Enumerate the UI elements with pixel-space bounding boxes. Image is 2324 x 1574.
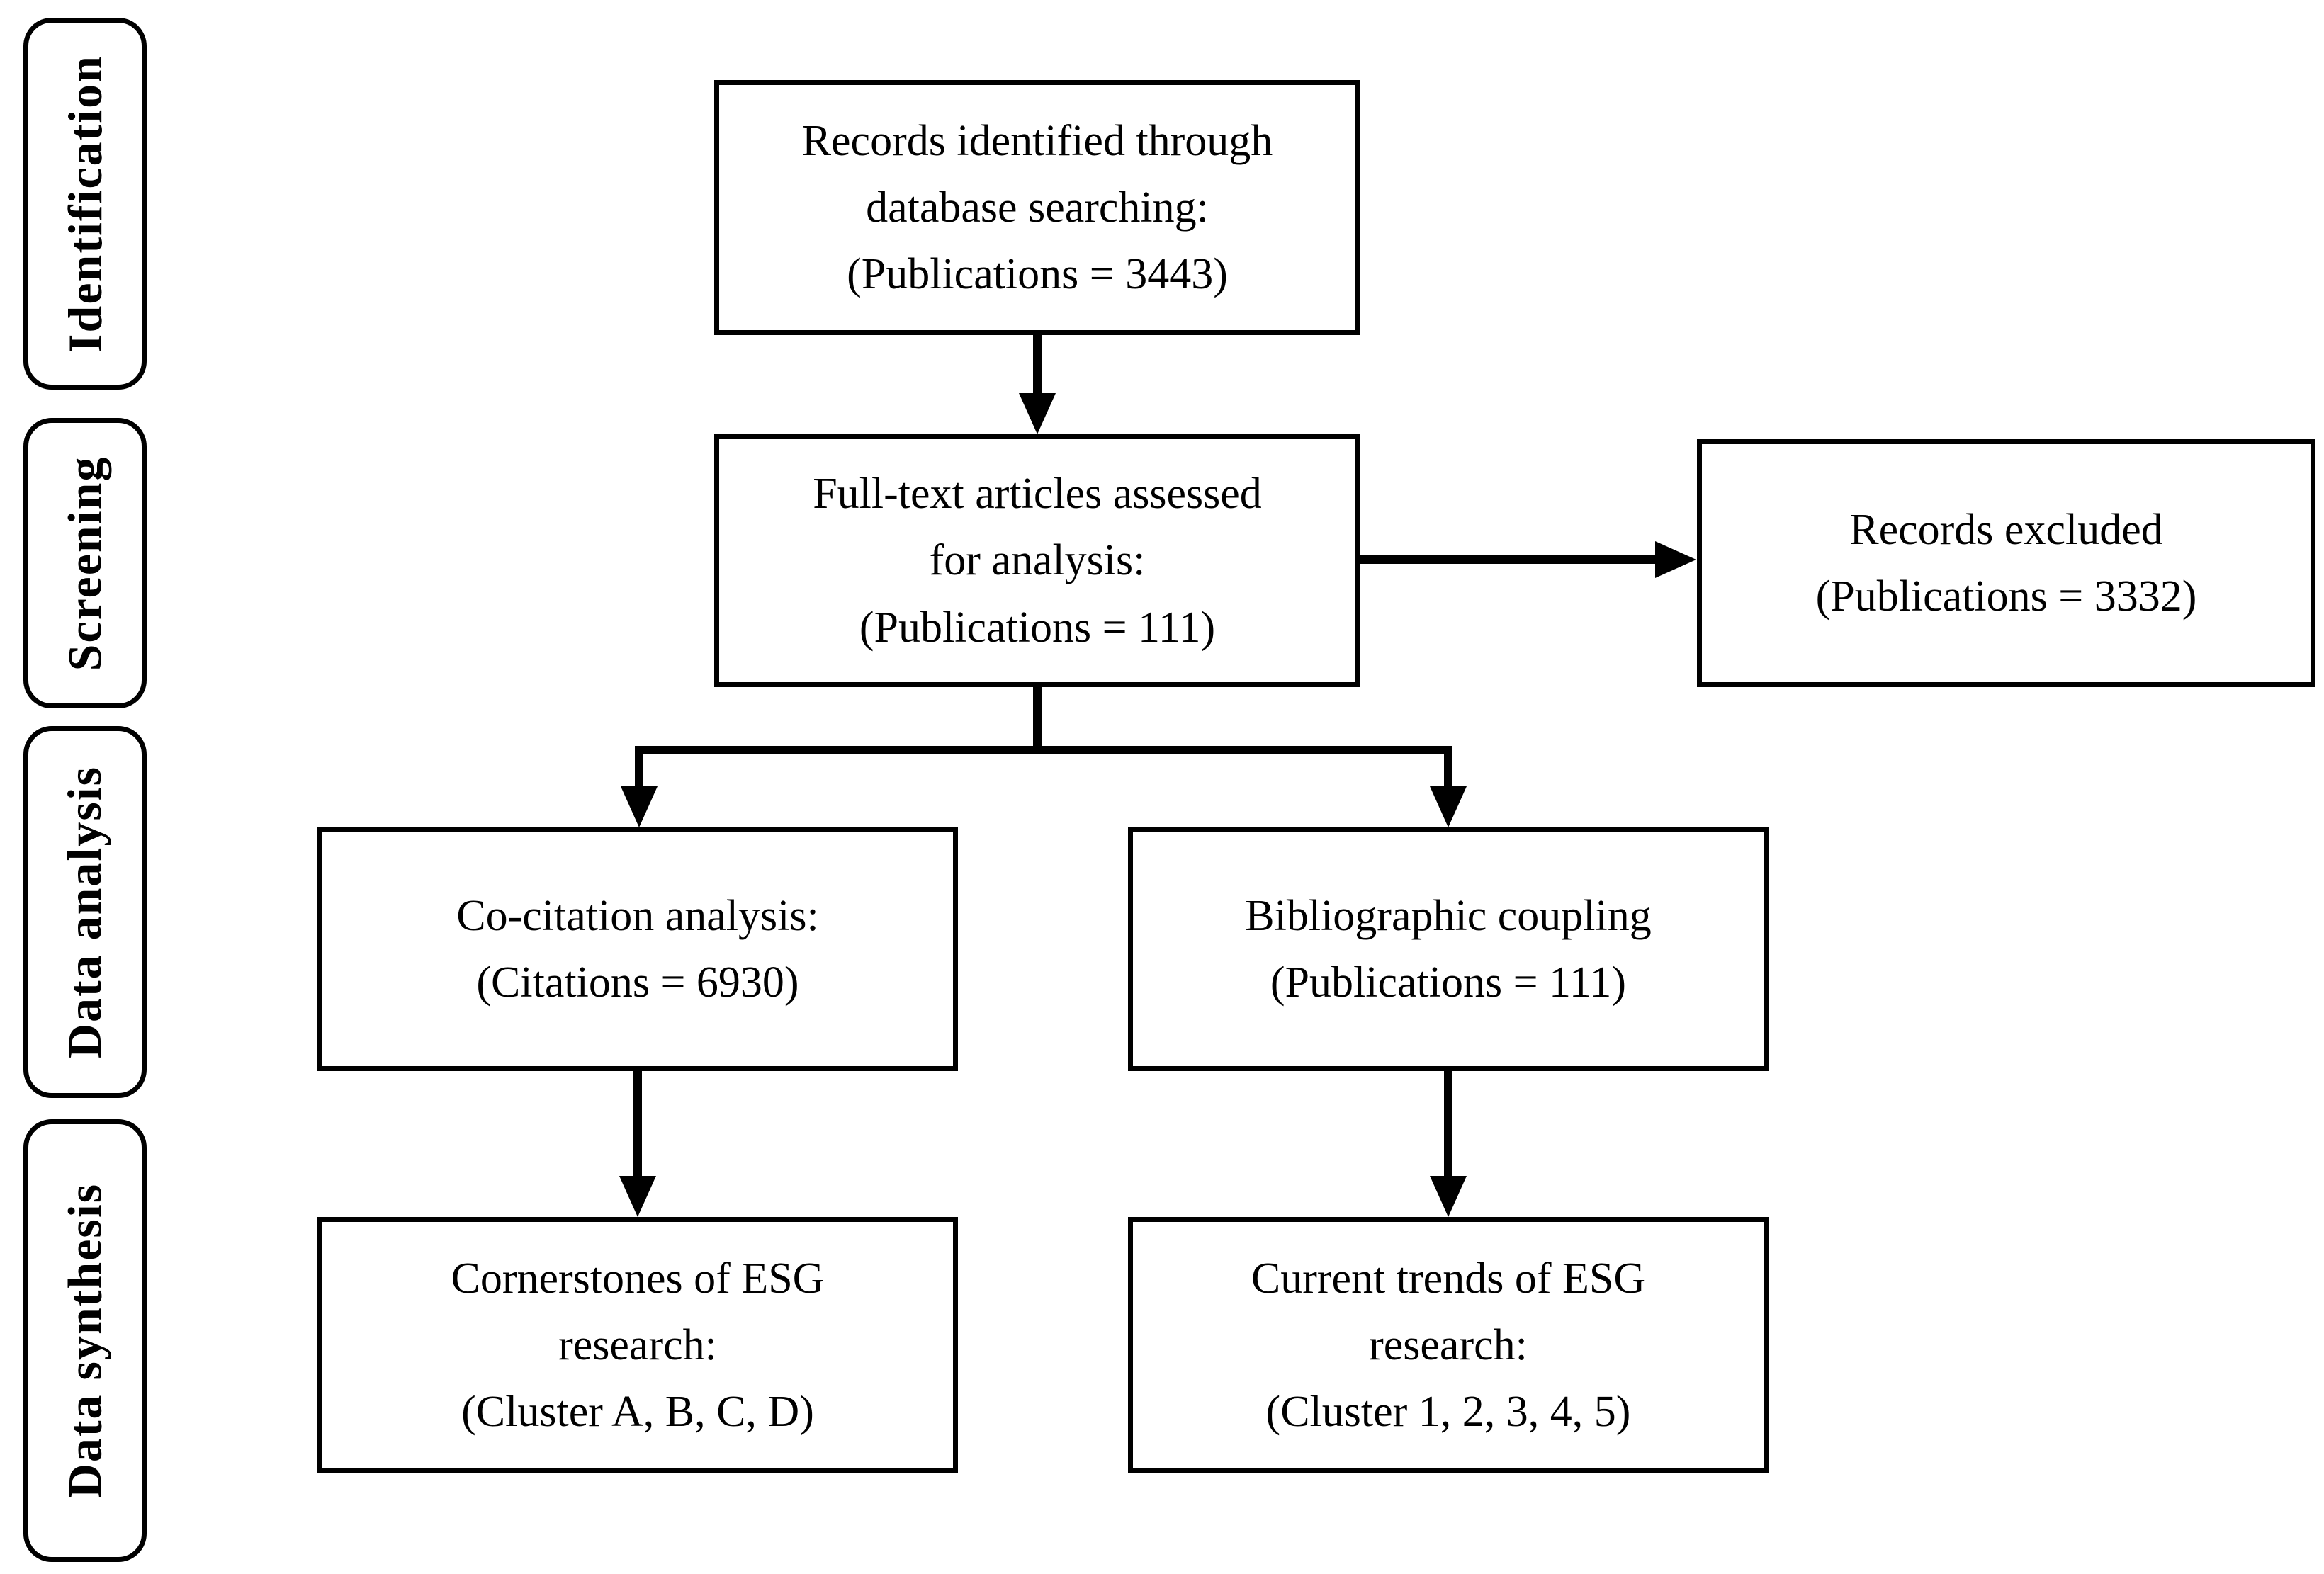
arrow-bibliographic-to-trends-line: [1444, 1071, 1452, 1179]
cocitation-analysis-box: Co-citation analysis:(Citations = 6930): [317, 827, 958, 1071]
stage-box-data-analysis: Data analysis: [23, 726, 147, 1098]
arrow-split-to-bibliographic-head: [1430, 786, 1467, 827]
stage-box-identification: Identification: [23, 18, 147, 390]
split-stem-line: [1033, 687, 1042, 754]
stage-label-data-synthesis: Data synthesis: [57, 1182, 112, 1499]
records-excluded-box: Records excluded(Publications = 3332): [1697, 439, 2315, 687]
bibliographic-coupling-box: Bibliographic coupling(Publications = 11…: [1128, 827, 1769, 1071]
arrow-identified-to-fulltext-line: [1033, 335, 1042, 397]
split-bar-line: [635, 746, 1452, 754]
arrow-identified-to-fulltext-head: [1019, 393, 1056, 434]
stage-label-screening: Screening: [57, 455, 112, 671]
arrow-split-to-bibliographic-line: [1444, 746, 1452, 790]
records-excluded-text: Records excluded(Publications = 3332): [1815, 505, 2197, 621]
stage-label-data-analysis: Data analysis: [57, 765, 112, 1059]
arrow-fulltext-to-excluded-head: [1655, 541, 1696, 578]
arrow-bibliographic-to-trends-head: [1430, 1176, 1467, 1217]
cocitation-analysis-text: Co-citation analysis:(Citations = 6930): [456, 891, 819, 1007]
stage-box-data-synthesis: Data synthesis: [23, 1119, 147, 1562]
arrow-fulltext-to-excluded-line: [1360, 555, 1658, 564]
arrow-split-to-cocitation-line: [635, 746, 643, 790]
stage-box-screening: Screening: [23, 418, 147, 708]
stage-label-identification: Identification: [57, 55, 112, 353]
arrow-cocitation-to-cornerstones-head: [619, 1176, 656, 1217]
bibliographic-coupling-text: Bibliographic coupling(Publications = 11…: [1245, 891, 1652, 1007]
arrow-cocitation-to-cornerstones-line: [633, 1071, 642, 1179]
arrow-split-to-cocitation-head: [621, 786, 658, 827]
